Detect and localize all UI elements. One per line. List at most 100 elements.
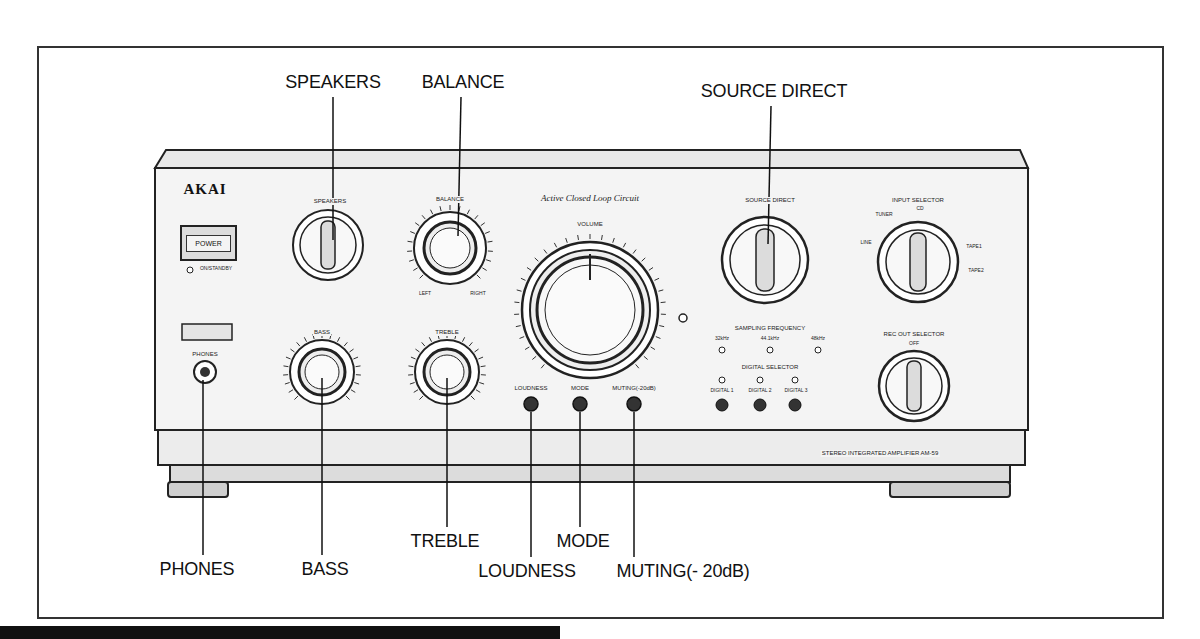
- scale-tick: [408, 365, 413, 367]
- scale-tick: [488, 250, 493, 251]
- scale-tick: [661, 302, 666, 304]
- panel-label: CD: [915, 206, 924, 212]
- scale-tick: [488, 241, 493, 243]
- scale-tick: [649, 268, 653, 271]
- scale-tick: [577, 235, 579, 240]
- scale-tick: [481, 374, 486, 375]
- scale-tick: [411, 357, 416, 359]
- scale-tick: [516, 326, 521, 327]
- button-label: POWER: [186, 235, 230, 252]
- knob: [879, 351, 949, 421]
- diagram-frame: [38, 47, 1163, 618]
- front-panel: [155, 168, 1028, 430]
- knob: [730, 225, 800, 295]
- panel-label: LEFT: [418, 291, 432, 297]
- scale-tick: [419, 396, 423, 400]
- scale-tick: [414, 390, 418, 393]
- scale-tick: [410, 383, 415, 385]
- leader-line: [458, 97, 461, 236]
- leader-line: [446, 378, 448, 527]
- led: [719, 377, 725, 383]
- volume-pointer: [589, 254, 591, 280]
- led: [792, 377, 798, 383]
- push-button: [573, 397, 587, 411]
- top-face: [155, 150, 1028, 168]
- scale-tick: [521, 278, 526, 280]
- scale-tick: [337, 337, 339, 341]
- scale-tick: [477, 275, 481, 279]
- brand-logo: AKAI: [183, 181, 226, 198]
- panel-label: BASS: [313, 329, 331, 336]
- scale-tick: [527, 268, 531, 271]
- scale-tick: [659, 326, 664, 327]
- led: [767, 347, 773, 353]
- scale-tick: [541, 364, 544, 368]
- leader-line: [321, 378, 323, 555]
- scale-tick: [283, 365, 288, 367]
- scale-tick: [420, 275, 424, 279]
- foot: [890, 482, 1010, 497]
- panel-label: VOLUME: [576, 221, 603, 228]
- power-button: POWER: [180, 225, 237, 261]
- scale-tick: [350, 349, 354, 352]
- push-button: [716, 399, 728, 411]
- scale-tick: [353, 357, 358, 359]
- scale-tick: [554, 243, 556, 247]
- scale-tick: [481, 223, 485, 226]
- callout-label: PHONES: [160, 559, 235, 580]
- leader-line: [579, 412, 581, 527]
- scale-tick: [535, 258, 539, 261]
- scale-tick: [656, 337, 661, 339]
- scale-tick: [478, 357, 483, 359]
- scale-tick: [346, 396, 350, 400]
- scale-tick: [514, 314, 519, 315]
- scale-tick: [476, 390, 480, 393]
- scale-tick: [410, 232, 415, 234]
- scale-tick: [407, 250, 412, 251]
- scale-tick: [485, 232, 490, 234]
- panel-label: PHONES: [191, 351, 218, 358]
- scale-tick: [482, 268, 486, 271]
- script-label: Active Closed Loop Circuit: [539, 193, 641, 203]
- scale-tick: [661, 314, 666, 315]
- push-button: [627, 397, 641, 411]
- scale-tick: [409, 260, 414, 262]
- scale-tick: [422, 342, 425, 346]
- callout-label: SOURCE DIRECT: [701, 81, 847, 102]
- scale-tick: [354, 383, 359, 385]
- knob: [300, 217, 356, 273]
- panel-label: TUNER: [874, 212, 893, 218]
- knob: [293, 210, 363, 280]
- scale-tick: [286, 357, 291, 359]
- panel-label: TAPE2: [967, 268, 984, 274]
- panel-label: DIGITAL 2: [747, 388, 772, 394]
- scale-tick: [475, 349, 479, 352]
- panel-label: DIGITAL SELECTOR: [741, 364, 800, 371]
- scale-tick: [517, 290, 522, 291]
- scale-tick: [544, 250, 547, 254]
- callout-label: LOUDNESS: [478, 561, 575, 582]
- volume-knob: [522, 242, 658, 378]
- scale-tick: [475, 215, 478, 219]
- scale-tick: [655, 278, 660, 280]
- push-button: [789, 399, 801, 411]
- scale-tick: [304, 337, 306, 341]
- panel-label: OFF: [908, 341, 920, 347]
- panel-label: MUTING(-20dB): [611, 385, 657, 392]
- scale-tick: [415, 223, 419, 226]
- push-button: [754, 399, 766, 411]
- base: [170, 465, 1010, 482]
- foot: [168, 482, 228, 497]
- knob-grip: [910, 233, 926, 291]
- scale-tick: [658, 290, 663, 291]
- callout-label: BALANCE: [422, 72, 505, 93]
- callout-label: TREBLE: [411, 531, 480, 552]
- leader-line: [633, 412, 635, 557]
- knob: [878, 222, 958, 302]
- scale-tick: [633, 250, 636, 254]
- callout-label: MODE: [556, 531, 609, 552]
- leader-lines: [203, 97, 771, 557]
- led: [187, 267, 193, 273]
- panel-label: STEREO INTEGRATED AMPLIFIER AM-59: [821, 450, 940, 457]
- led: [679, 314, 687, 322]
